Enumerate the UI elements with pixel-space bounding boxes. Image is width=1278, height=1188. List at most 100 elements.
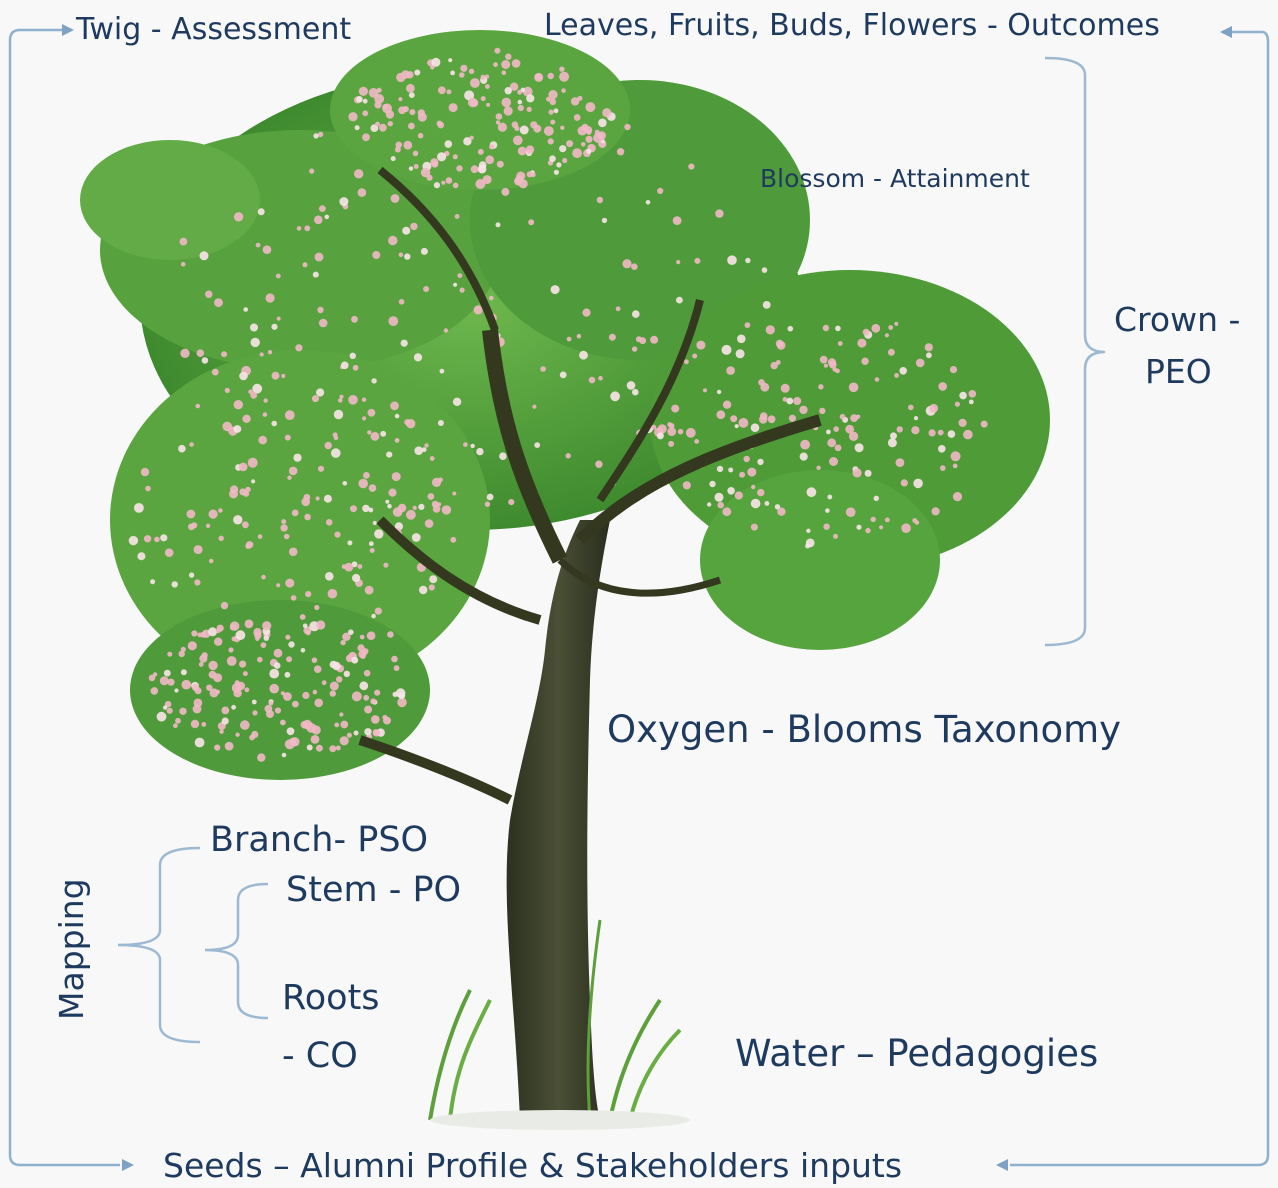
blossom-dot (683, 481, 691, 489)
blossom-dot (896, 458, 905, 467)
blossom-dot (258, 534, 263, 539)
blossom-dot (863, 329, 870, 336)
blossom-dot (406, 71, 413, 78)
blossom-dot (182, 680, 192, 690)
blossom-dot (328, 589, 338, 599)
blossom-dot (871, 324, 880, 333)
blossom-dot (412, 533, 421, 542)
blossom-dot (295, 344, 302, 351)
mapping-brackets (118, 848, 268, 1042)
blossom-dot (823, 524, 829, 530)
blossom-dot (362, 505, 369, 512)
blossom-dot (463, 442, 468, 447)
blossom-dot (178, 445, 186, 453)
blossom-dot (347, 733, 352, 738)
blossom-dot (312, 395, 319, 402)
blossom-dot (609, 334, 616, 341)
blossom-dot (460, 288, 465, 293)
blossom-dot (715, 209, 723, 217)
blossom-dot (391, 656, 398, 663)
blossom-dot (174, 688, 178, 692)
blossom-dot (150, 579, 155, 584)
blossom-dot (483, 175, 492, 184)
blossom-dot (735, 424, 739, 428)
blossom-dot (214, 638, 222, 646)
blossom-dot (347, 540, 352, 545)
blossom-dot (304, 225, 310, 231)
blossom-dot (585, 102, 595, 112)
blossom-dot (948, 430, 956, 438)
blossom-dot (602, 218, 607, 223)
blossom-dot (781, 384, 790, 393)
blossom-dot (369, 484, 377, 492)
blossom-dot (534, 442, 540, 448)
blossom-dot (489, 296, 494, 301)
blossom-dot (602, 108, 611, 117)
blossom-dot (393, 507, 403, 517)
blossom-dot (290, 737, 299, 746)
blossom-dot (367, 430, 371, 434)
blossom-dot (739, 472, 745, 478)
blossom-dot (894, 322, 898, 326)
blossom-dot (955, 402, 960, 407)
blossom-dot (853, 468, 862, 477)
crown-label-line2: PEO (1145, 352, 1212, 391)
blossom-dot (137, 552, 145, 560)
blossom-dot (260, 352, 264, 356)
blossom-dot (969, 390, 977, 398)
blossom-dot (355, 125, 360, 130)
blossom-dot (350, 505, 357, 512)
blossom-dot (807, 487, 817, 497)
blossom-dot (371, 378, 376, 383)
blossom-dot (341, 362, 349, 370)
blossom-dot (549, 155, 556, 162)
blossom-dot (624, 124, 630, 130)
blossom-dot (233, 515, 242, 524)
blossom-dot (915, 520, 919, 524)
blossom-dot (293, 454, 301, 462)
blossom-dot (287, 727, 295, 735)
blossom-dot (258, 208, 265, 215)
blossom-dot (838, 341, 843, 346)
blossom-dot (239, 463, 248, 472)
blossom-dot (548, 73, 554, 79)
blossom-dot (925, 343, 933, 351)
blossom-dot (370, 698, 376, 704)
blossom-dot (240, 720, 250, 730)
blossom-dot (266, 293, 275, 302)
blossom-dot (285, 410, 295, 420)
blossom-dot (307, 745, 313, 751)
blossom-dot (816, 466, 820, 470)
blossom-dot (414, 70, 420, 76)
blossom-dot (181, 669, 187, 675)
blossom-dot (319, 205, 326, 212)
mapping-label: Mapping (52, 878, 91, 1020)
blossom-dot (316, 496, 320, 500)
roots-label-line1: Roots (282, 978, 380, 1018)
blossom-dot (849, 383, 859, 393)
blossom-dot (330, 690, 336, 696)
blossom-dot (540, 366, 546, 372)
blossom-dot (179, 708, 186, 715)
blossom-dot (610, 391, 620, 401)
blossom-dot (352, 574, 360, 582)
blossom-dot (485, 502, 490, 507)
blossom-dot (437, 152, 446, 161)
blossom-dot (556, 162, 561, 167)
blossom-dot (745, 258, 750, 263)
blossom-dot (632, 310, 640, 318)
blossom-dot (566, 453, 571, 458)
blossom-dot (627, 381, 636, 390)
blossom-dot (221, 707, 229, 715)
blossom-dot (413, 151, 419, 157)
blossom-dot (388, 489, 396, 497)
blossom-dot (214, 745, 220, 751)
blossom-dot (262, 621, 271, 630)
blossom-dot (167, 708, 173, 714)
oxygen-label: Oxygen - Blooms Taxonomy (607, 708, 1121, 751)
blossom-dot (546, 97, 551, 102)
blossom-dot (916, 359, 925, 368)
blossom-dot (736, 349, 745, 358)
blossom-dot (856, 525, 861, 530)
blossom-dot (593, 133, 603, 143)
